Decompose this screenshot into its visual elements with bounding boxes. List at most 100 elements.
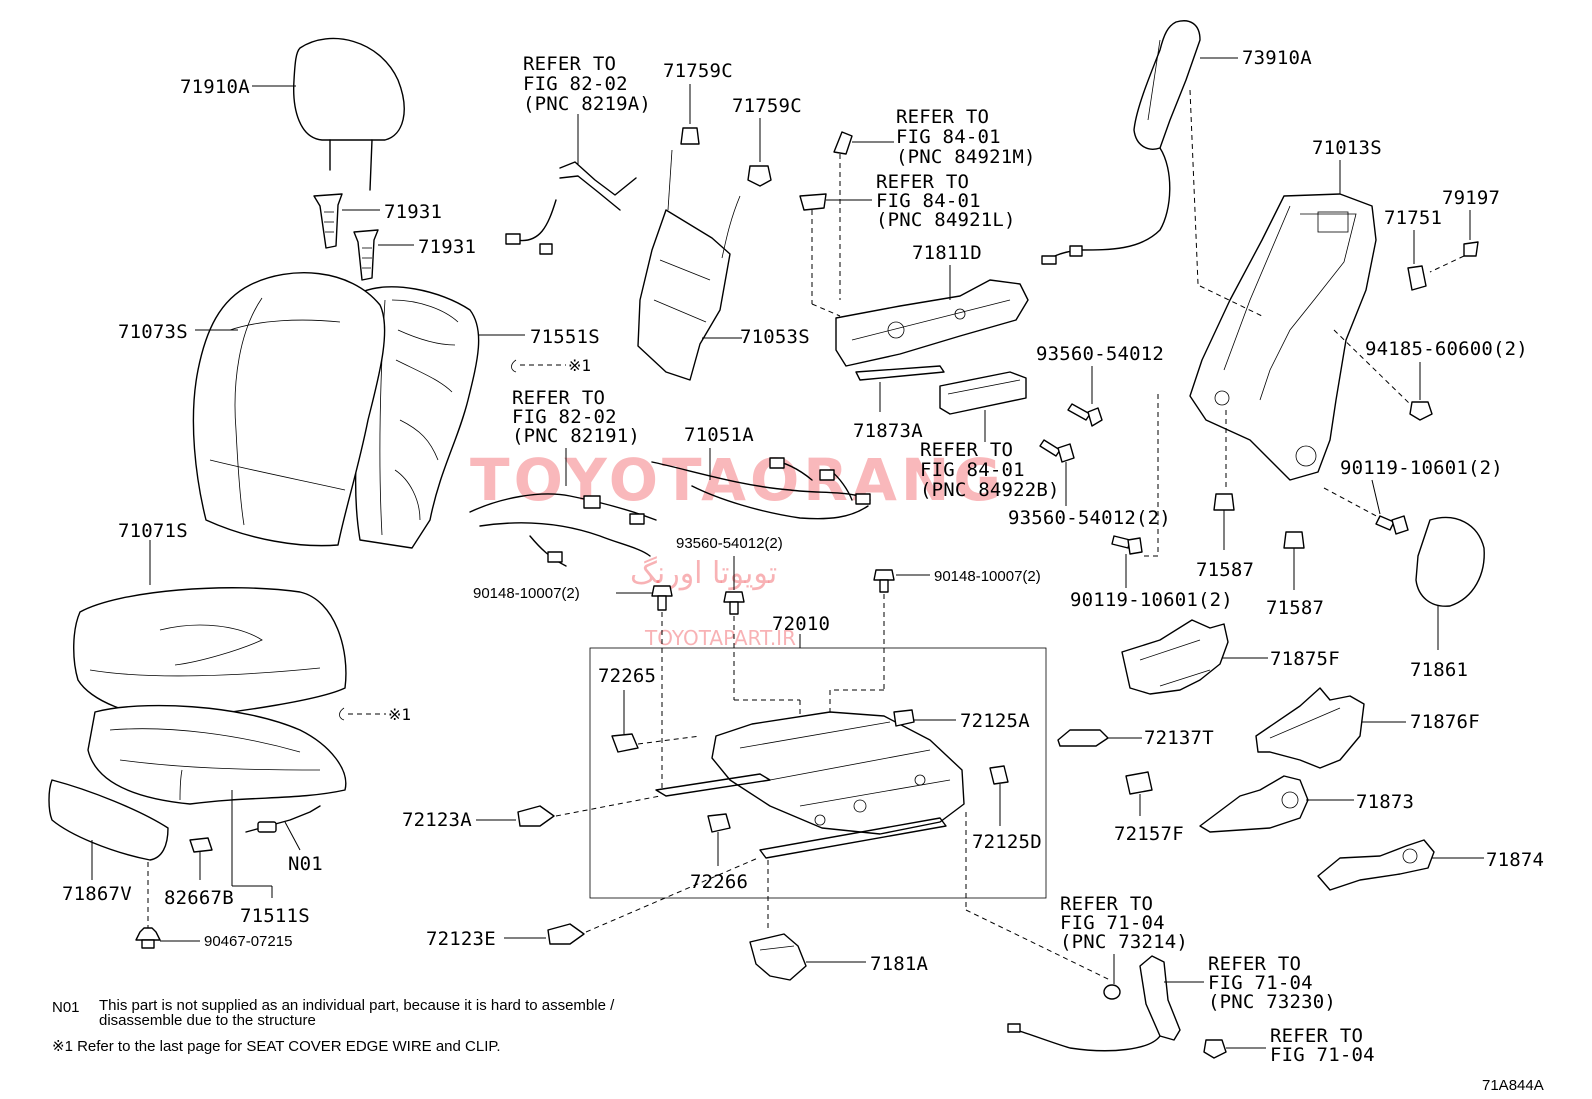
seatback-frame-71013S[interactable] [1189, 193, 1377, 481]
cover-72157F[interactable] [1125, 771, 1153, 795]
headrest-support-71931-b[interactable] [353, 229, 379, 281]
label-90148-10007-b: 90148-10007(2) [934, 568, 1041, 585]
garnish-71875F[interactable] [1121, 619, 1229, 695]
bolt-93560-54012-a[interactable] [1067, 403, 1103, 427]
label-90467-07215: 90467-07215 [204, 933, 292, 950]
bracket-72265[interactable] [611, 733, 639, 753]
label-71867V: 71867V [62, 883, 132, 905]
label-N01: N01 [288, 853, 323, 875]
label-79197: 79197 [1442, 187, 1500, 209]
label-72125D: 72125D [972, 831, 1042, 853]
label-71013S: 71013S [1312, 137, 1382, 159]
ref6-line2: FIG 71-04 [1060, 912, 1165, 934]
nut-ref-71-04[interactable] [1203, 1039, 1227, 1059]
seat-cushion-cover-71071S[interactable] [73, 587, 347, 719]
label-71910A: 71910A [180, 76, 250, 98]
clip-72125D[interactable] [989, 765, 1009, 785]
label-71511S: 71511S [240, 905, 310, 927]
mark-1-b: ※1 [388, 705, 411, 724]
knob-84921L[interactable] [799, 193, 827, 211]
clip-82667B[interactable] [189, 837, 213, 853]
nut-94185-60600[interactable] [1409, 401, 1433, 421]
nut-71759C-a[interactable] [680, 127, 700, 145]
seatback-cover-71073S[interactable] [192, 272, 386, 547]
bolt-93560-54012-c[interactable] [723, 591, 745, 615]
heater-wire-N01[interactable] [245, 805, 321, 833]
label-93560-54012-b: 93560-54012(2) [1008, 507, 1171, 529]
mark-1-a: ※1 [568, 356, 591, 375]
label-71073S: 71073S [118, 321, 188, 343]
cushion-shield-71867V[interactable] [48, 779, 169, 861]
switch-84922B[interactable] [939, 371, 1027, 415]
pin-79197[interactable] [1463, 241, 1479, 257]
ref7-line3: (PNC 73230) [1208, 991, 1336, 1013]
seat-side-cover-71811D[interactable] [835, 279, 1029, 367]
label-71051A: 71051A [684, 424, 754, 446]
ref6-line3: (PNC 73214) [1060, 931, 1188, 953]
label-90119-10601-b: 90119-10601(2) [1070, 589, 1233, 611]
label-72137T: 72137T [1144, 727, 1214, 749]
headrest-71910A[interactable] [293, 37, 405, 191]
ref7-line2: FIG 71-04 [1208, 972, 1313, 994]
lumbar-support-71053S[interactable] [637, 149, 741, 381]
clip-71587-a[interactable] [1213, 493, 1235, 511]
label-71759C-b: 71759C [732, 95, 802, 117]
clip-90467-07215[interactable] [135, 927, 161, 949]
shield-71874[interactable] [1317, 839, 1435, 891]
label-82667B: 82667B [164, 887, 234, 909]
figure-code: 71A844A [1482, 1077, 1544, 1094]
seat-cushion-pad-71511S[interactable] [87, 704, 347, 805]
cover-72123A[interactable] [517, 805, 555, 827]
shield-71873[interactable] [1199, 775, 1309, 833]
clip-72125A[interactable] [893, 709, 915, 727]
label-72125A: 72125A [960, 710, 1030, 732]
bolt-90119-10601-a[interactable] [1375, 515, 1409, 535]
headrest-support-71931-a[interactable] [313, 193, 343, 249]
label-72265: 72265 [598, 665, 656, 687]
ref8-line2: FIG 71-04 [1270, 1044, 1375, 1066]
nut-71759C-b[interactable] [747, 165, 772, 187]
belt-buckle-73230[interactable] [1007, 955, 1181, 1052]
bolt-90148-10007-b[interactable] [873, 569, 895, 593]
label-71551S: 71551S [530, 326, 600, 348]
harness-8219A[interactable] [505, 161, 637, 255]
harness-82191[interactable] [469, 493, 657, 567]
clip-71751[interactable] [1407, 265, 1427, 291]
ref4-line1: REFER TO [512, 387, 605, 409]
label-71931-b: 71931 [418, 236, 476, 258]
clip-71587-b[interactable] [1283, 531, 1305, 549]
ring-73214[interactable] [1103, 984, 1121, 1000]
side-airbag-73910A[interactable] [1041, 20, 1201, 265]
note-n01-line2: disassemble due to the structure [99, 1012, 316, 1029]
label-71071S: 71071S [118, 520, 188, 542]
label-71873A: 71873A [853, 420, 923, 442]
cover-cap-71861[interactable] [1415, 516, 1485, 607]
garnish-71876F[interactable] [1255, 687, 1365, 769]
bolt-90148-10007-a[interactable] [651, 585, 673, 611]
note-n01-line1: This part is not supplied as an individu… [99, 997, 615, 1014]
bracket-7181A[interactable] [749, 933, 807, 981]
label-72123A: 72123A [402, 809, 472, 831]
harness-71051A[interactable] [651, 457, 871, 520]
watermark-persian: تویوتا اورنگ [630, 556, 777, 591]
ref1-line1: REFER TO [523, 53, 616, 75]
knob-84921M[interactable] [833, 131, 853, 155]
ref5-line3: (PNC 84922B) [920, 479, 1060, 501]
ref3-line3: (PNC 84921L) [876, 209, 1016, 231]
ref5-line1: REFER TO [920, 439, 1013, 461]
label-71876F: 71876F [1410, 711, 1480, 733]
cover-bar-71873A[interactable] [855, 365, 945, 381]
cover-72137T[interactable] [1057, 729, 1109, 747]
bolt-90119-10601-b[interactable] [1111, 535, 1143, 555]
label-71587-a: 71587 [1196, 559, 1254, 581]
seat-adjuster-box-72010 [589, 647, 1047, 899]
label-72157F: 72157F [1114, 823, 1184, 845]
cover-72123E[interactable] [547, 923, 585, 945]
bracket-72266[interactable] [707, 813, 731, 833]
label-71874: 71874 [1486, 849, 1544, 871]
note-mark-line: ※1 Refer to the last page for SEAT COVER… [52, 1038, 501, 1055]
label-72266: 72266 [690, 871, 748, 893]
bolt-93560-54012-b[interactable] [1039, 439, 1075, 463]
seat-adjuster-72010[interactable] [655, 711, 965, 859]
